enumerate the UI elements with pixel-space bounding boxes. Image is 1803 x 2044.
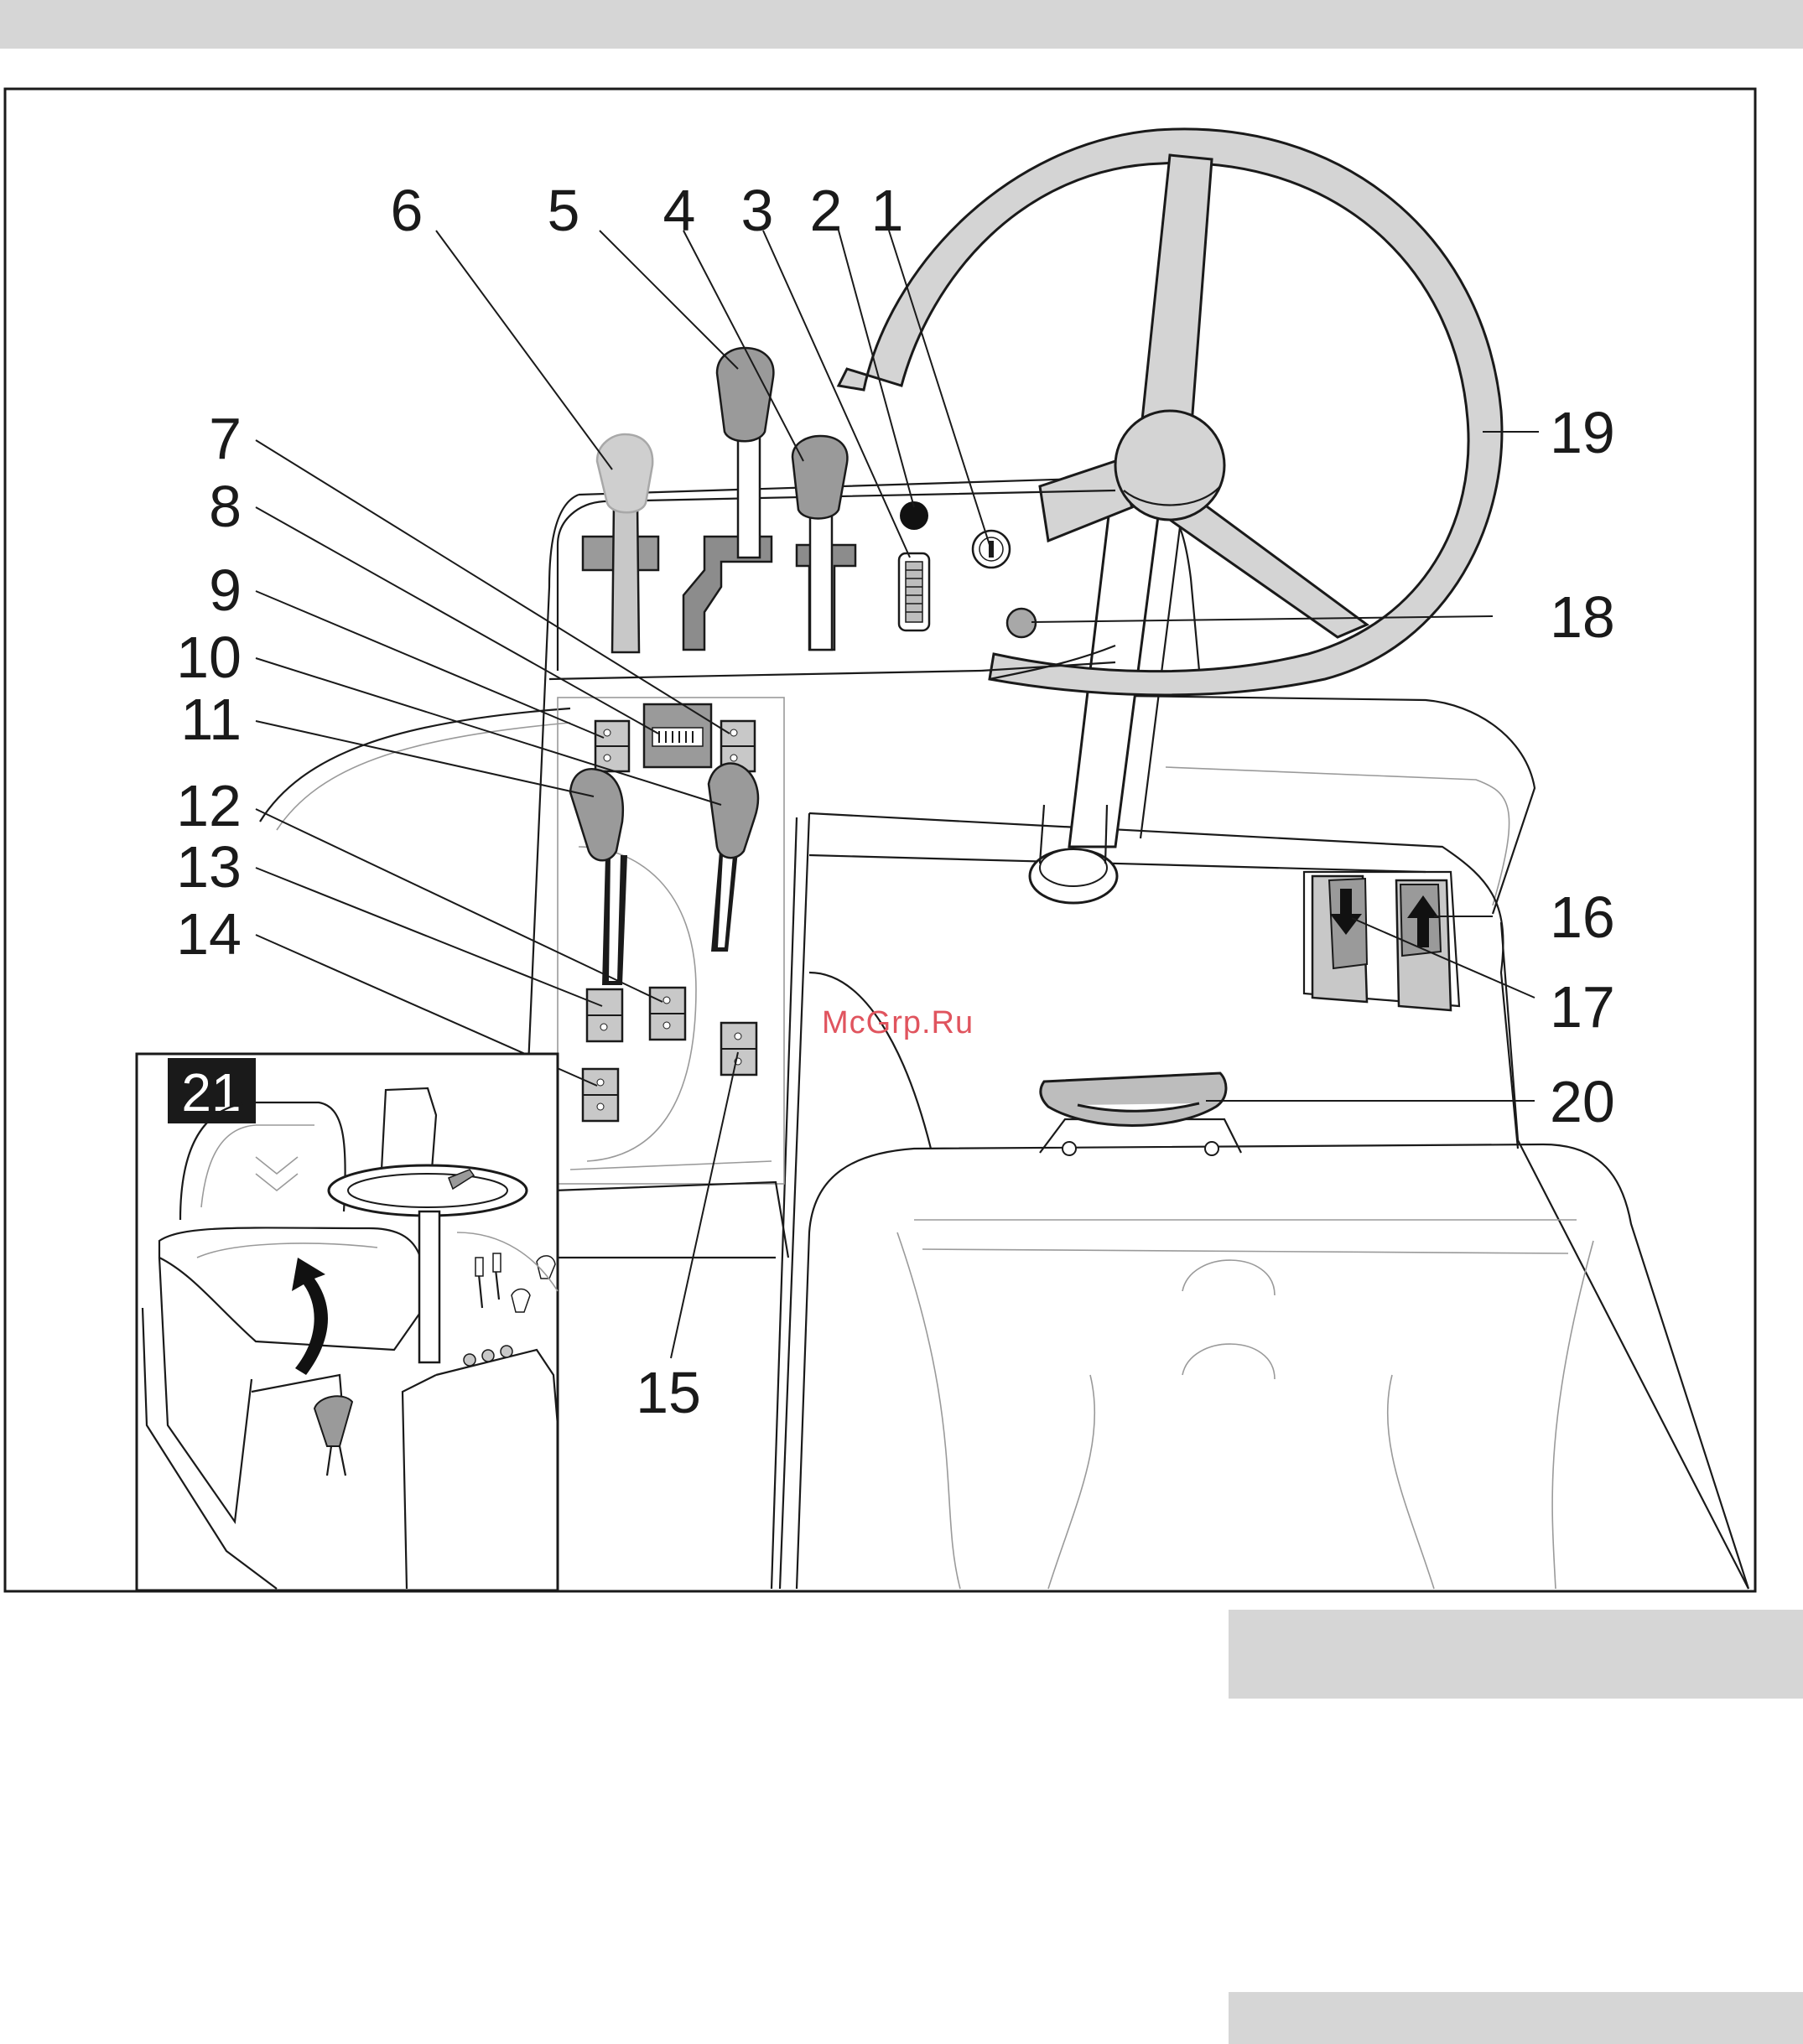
key-switch-1[interactable] xyxy=(973,531,1010,568)
callout-17: 17 xyxy=(1550,974,1615,1040)
callout-3: 3 xyxy=(741,178,774,243)
callout-5: 5 xyxy=(548,178,580,243)
switch-12[interactable] xyxy=(650,988,685,1040)
callout-18: 18 xyxy=(1550,584,1615,650)
callout-1: 1 xyxy=(871,178,904,243)
callout-20: 20 xyxy=(1550,1069,1615,1134)
callout-14: 14 xyxy=(176,901,242,967)
callout-6: 6 xyxy=(391,178,423,243)
switch-9[interactable] xyxy=(595,721,629,771)
callout-15: 15 xyxy=(636,1360,701,1425)
callout-16: 16 xyxy=(1550,885,1615,950)
switch-15[interactable] xyxy=(721,1023,756,1075)
button-18[interactable] xyxy=(1007,609,1036,637)
callout-8: 8 xyxy=(209,474,242,539)
callout-9: 9 xyxy=(209,558,242,623)
callout-7: 7 xyxy=(209,406,242,471)
watermark-text: McGrp.Ru xyxy=(822,1005,974,1040)
callout-10: 10 xyxy=(176,625,242,690)
callout-12: 12 xyxy=(176,773,242,838)
display-8 xyxy=(644,704,711,767)
callout-2: 2 xyxy=(810,178,843,243)
inset-21: 21 xyxy=(137,1054,558,1590)
callout-4: 4 xyxy=(663,178,696,243)
switch-13[interactable] xyxy=(587,989,622,1041)
callout-13: 13 xyxy=(176,834,242,900)
indicator-roller-3[interactable] xyxy=(899,553,929,630)
inset-label: 21 xyxy=(181,1062,241,1123)
callout-19: 19 xyxy=(1550,400,1615,465)
switch-14[interactable] xyxy=(583,1069,618,1121)
callout-11: 11 xyxy=(180,687,242,752)
